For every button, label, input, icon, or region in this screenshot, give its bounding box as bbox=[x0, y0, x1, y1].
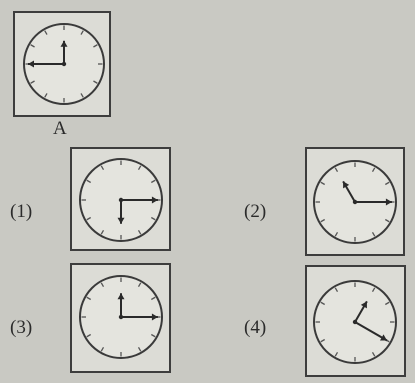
hour-tick bbox=[320, 338, 326, 343]
minute-hand-arrowhead bbox=[151, 313, 158, 321]
option-3-label[interactable]: (3) bbox=[10, 317, 33, 338]
hour-tick bbox=[137, 229, 142, 235]
hour-tick bbox=[320, 301, 326, 306]
minute-hand-arrowhead bbox=[385, 198, 392, 206]
hour-tick bbox=[137, 165, 142, 171]
hour-tick bbox=[80, 93, 84, 98]
hour-hand-arrowhead bbox=[117, 293, 125, 300]
hour-tick bbox=[334, 351, 339, 357]
hour-tick bbox=[100, 282, 105, 288]
hour-tick bbox=[384, 301, 390, 306]
clock-box-option-2[interactable] bbox=[305, 147, 405, 256]
hour-tick bbox=[150, 296, 156, 301]
hour-hand-arrowhead bbox=[117, 217, 125, 224]
hour-tick bbox=[371, 351, 376, 357]
hour-tick bbox=[334, 287, 339, 293]
clock-face-option-1 bbox=[79, 158, 163, 242]
hour-tick bbox=[320, 181, 326, 186]
question-label: A bbox=[53, 118, 67, 139]
hour-tick bbox=[100, 346, 105, 352]
minute-hand-arrowhead bbox=[151, 196, 158, 204]
clock-face-question bbox=[23, 23, 105, 105]
minute-hand bbox=[354, 321, 388, 342]
clock-hub bbox=[352, 319, 358, 325]
hour-tick bbox=[384, 218, 390, 223]
clock-face-option-3 bbox=[79, 275, 163, 359]
hour-tick bbox=[137, 282, 142, 288]
hour-tick bbox=[371, 231, 376, 237]
hour-tick bbox=[100, 165, 105, 171]
hour-tick bbox=[80, 30, 84, 35]
clock-box-option-3[interactable] bbox=[70, 263, 171, 373]
clock-hub bbox=[118, 314, 124, 320]
minute-hand-arrowhead bbox=[380, 334, 387, 341]
hour-tick bbox=[334, 167, 339, 173]
clock-hub bbox=[61, 61, 67, 67]
hour-tick bbox=[334, 231, 339, 237]
hour-tick bbox=[93, 80, 98, 84]
clock-hub bbox=[352, 199, 358, 205]
hour-tick bbox=[371, 167, 376, 173]
hour-tick bbox=[371, 287, 376, 293]
hour-tick bbox=[137, 346, 142, 352]
clock-hub bbox=[118, 197, 124, 203]
option-1-label[interactable]: (1) bbox=[10, 201, 33, 222]
hour-tick bbox=[44, 93, 48, 98]
hour-tick bbox=[30, 80, 35, 84]
minute-hand-arrowhead bbox=[28, 60, 34, 68]
clock-box-question bbox=[13, 11, 111, 117]
hour-tick bbox=[86, 296, 92, 301]
clock-face-option-2 bbox=[313, 160, 397, 244]
hour-tick bbox=[86, 216, 92, 221]
hour-tick bbox=[86, 333, 92, 338]
hour-tick bbox=[44, 30, 48, 35]
hour-tick bbox=[30, 44, 35, 48]
option-2-label[interactable]: (2) bbox=[244, 201, 267, 222]
hour-tick bbox=[150, 333, 156, 338]
hour-tick bbox=[93, 44, 98, 48]
clock-box-option-1[interactable] bbox=[70, 147, 171, 251]
clock-box-option-4[interactable] bbox=[305, 265, 406, 377]
hour-tick bbox=[150, 216, 156, 221]
hour-hand-arrowhead bbox=[60, 40, 68, 47]
hour-hand-arrowhead bbox=[360, 301, 367, 309]
option-4-label[interactable]: (4) bbox=[244, 317, 267, 338]
hour-tick bbox=[100, 229, 105, 235]
hour-tick bbox=[86, 179, 92, 184]
hour-tick bbox=[150, 179, 156, 184]
hour-hand-arrowhead bbox=[343, 181, 350, 189]
hour-tick bbox=[384, 181, 390, 186]
hour-tick bbox=[320, 218, 326, 223]
clock-face-option-4 bbox=[313, 280, 397, 364]
